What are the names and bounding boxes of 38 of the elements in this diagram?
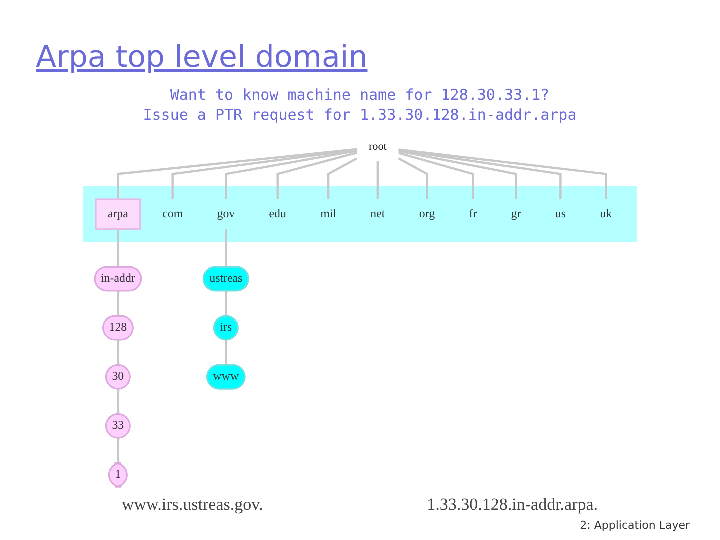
question-text: Want to know machine name for 128.30.33.1?: [170, 85, 550, 105]
question-text: Issue a PTR request for 1.33.30.128.in-addr.arpa: [143, 105, 577, 125]
cluster: [83, 186, 637, 242]
connector: [376, 162, 380, 200]
connector: [117, 340, 120, 366]
node-text: fr: [469, 208, 478, 220]
node-text: com: [162, 208, 184, 220]
connector: [276, 152, 358, 200]
connector: [327, 158, 358, 200]
node-text: gov: [217, 208, 236, 220]
connector: [225, 229, 228, 268]
connector: [398, 152, 474, 200]
connector: [117, 148, 358, 200]
node-text: us: [555, 208, 566, 220]
domain-name-note: 1.33.30.128.in-addr.arpa.: [427, 495, 598, 515]
node-text: uk: [600, 208, 612, 220]
node-text: gr: [511, 208, 522, 220]
node-text: edu: [269, 208, 286, 220]
connector: [172, 148, 358, 200]
connector: [117, 438, 120, 464]
connector: [225, 340, 228, 366]
node-text: mil: [320, 208, 336, 220]
connector: [398, 150, 518, 200]
connector: [225, 150, 358, 200]
footer-text: 2: Application Layer: [580, 519, 690, 532]
slide-title: Arpa top level domain: [36, 40, 368, 75]
connector: [398, 158, 428, 200]
connector: [398, 148, 608, 200]
node-text: org: [419, 208, 436, 220]
connector: [398, 149, 562, 200]
connector: [117, 291, 120, 317]
connector: [117, 389, 120, 415]
connector: [225, 291, 228, 317]
node-text: root: [368, 141, 387, 154]
connector: [117, 229, 120, 268]
domain-name-note: www.irs.ustreas.gov.: [122, 495, 264, 515]
node-box: arpa: [95, 198, 142, 230]
node-text: net: [370, 208, 386, 220]
